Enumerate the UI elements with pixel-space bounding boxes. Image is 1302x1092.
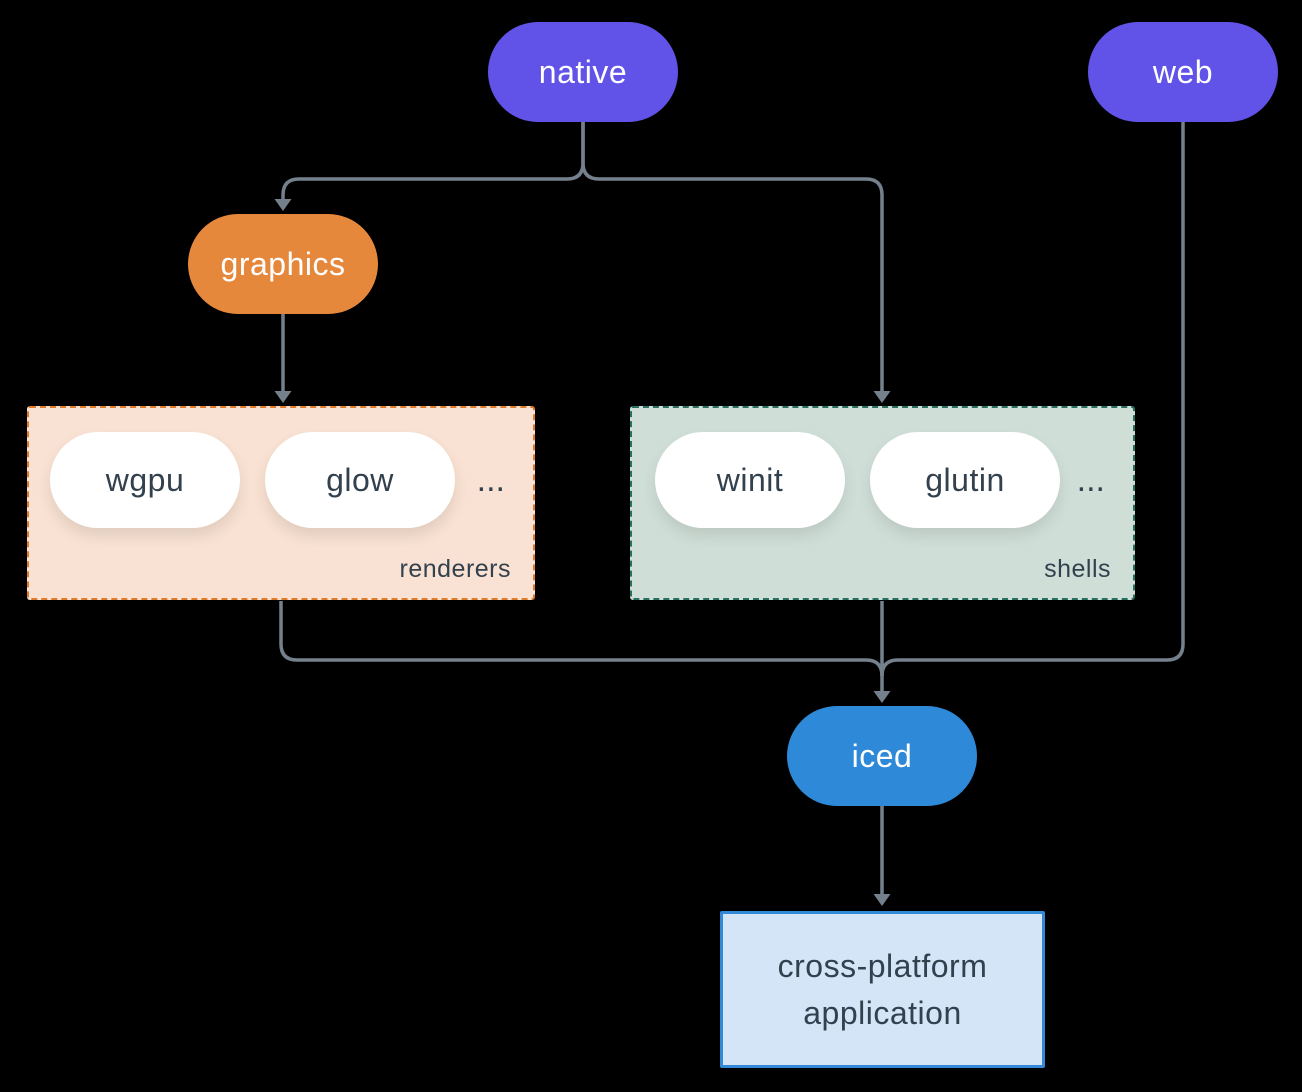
cross-platform-application-box: cross-platform application: [720, 911, 1045, 1068]
edge-renderers-iced: [279, 601, 884, 677]
arrowhead-renderers: [274, 391, 292, 403]
shells-group-box: winit glutin ... shells: [630, 406, 1135, 600]
edge-native-shells: [581, 122, 884, 391]
node-winit-label: winit: [716, 461, 784, 498]
node-native: native: [488, 22, 678, 122]
arrowhead-app: [873, 894, 891, 906]
node-winit: winit: [655, 432, 845, 528]
node-wgpu-label: wgpu: [105, 461, 185, 498]
node-web: web: [1088, 22, 1278, 122]
shells-group-label: shells: [1044, 555, 1111, 583]
node-glutin-label: glutin: [925, 461, 1005, 498]
edge-native-graphics: [281, 122, 585, 199]
node-glow: glow: [265, 432, 455, 528]
node-iced-label: iced: [851, 737, 913, 774]
node-glow-label: glow: [326, 461, 394, 498]
renderers-group-label: renderers: [399, 555, 511, 583]
arrowhead-graphics: [274, 199, 292, 211]
node-graphics-label: graphics: [220, 245, 346, 282]
arrowhead-iced: [873, 691, 891, 703]
renderers-ellipsis-label: ...: [476, 460, 505, 499]
node-wgpu: wgpu: [50, 432, 240, 528]
renderers-group-box: wgpu glow ... renderers: [27, 406, 535, 600]
arrowhead-shells: [873, 391, 891, 403]
cross-platform-application-label: cross-platform application: [777, 948, 988, 1031]
node-iced: iced: [787, 706, 977, 806]
node-glutin: glutin: [870, 432, 1060, 528]
shells-ellipsis-label: ...: [1076, 460, 1105, 499]
node-web-label: web: [1152, 53, 1214, 90]
node-graphics: graphics: [188, 214, 378, 314]
node-native-label: native: [538, 53, 628, 90]
